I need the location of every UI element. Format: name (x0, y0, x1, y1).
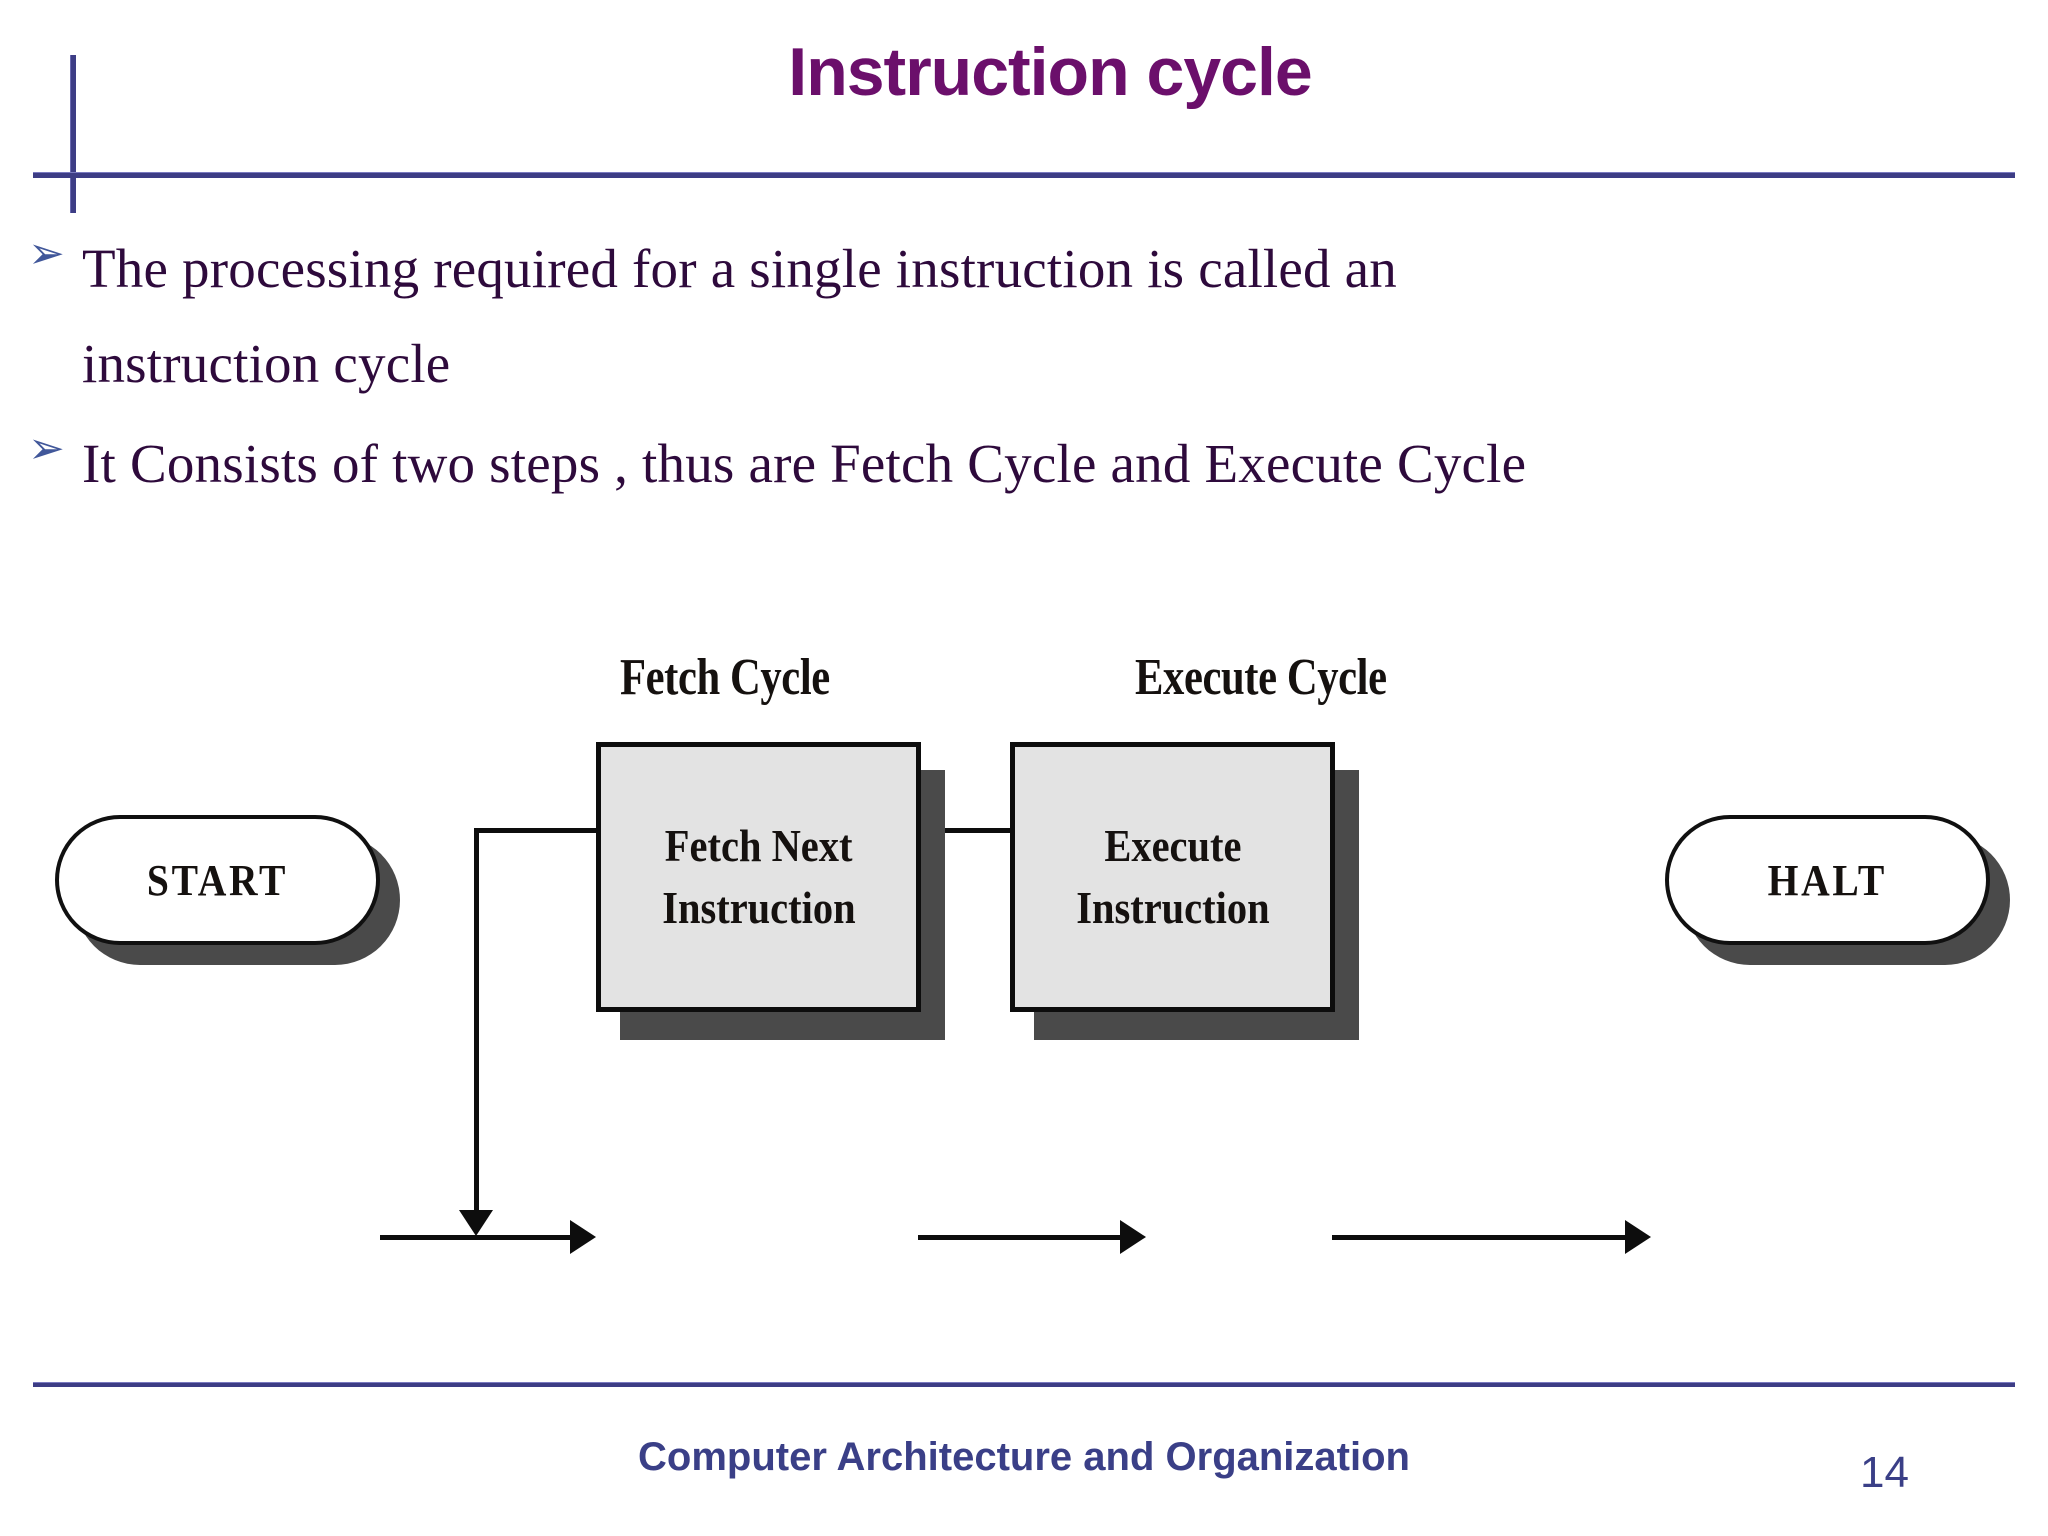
header-horizontal-rule (33, 172, 2015, 178)
arrow-bullet-icon: ➢ (28, 423, 65, 475)
instruction-cycle-flowchart: Fetch Cycle Execute Cycle START Fetch Ne… (0, 620, 2048, 1350)
halt-node-label: HALT (1767, 855, 1888, 905)
bullet-line: The processing required for a single ins… (82, 238, 1397, 299)
execute-node-label-line1: Execute (1103, 819, 1242, 871)
footer-course-title: Computer Architecture and Organization (638, 1435, 1410, 1479)
flow-node-execute-instruction: Execute Instruction (1010, 742, 1335, 1012)
bullet-text-block: It Consists of two steps , thus are Fetc… (82, 417, 2018, 512)
flow-node-fetch-next-instruction: Fetch Next Instruction (596, 742, 921, 1012)
list-item: ➢ The processing required for a single i… (28, 222, 2018, 411)
footer-horizontal-rule (33, 1382, 2015, 1387)
phase-label-execute-cycle: Execute Cycle (1135, 649, 1387, 706)
flow-node-halt: HALT (1665, 815, 1990, 945)
page-title: Instruction cycle (788, 34, 1312, 110)
page-number: 14 (1860, 1448, 1909, 1497)
bullet-line: It Consists of two steps , thus are Fetc… (82, 433, 1527, 495)
edge-execute-to-halt (1332, 1235, 1637, 1240)
flow-node-start: START (55, 815, 380, 945)
edge-fetch-to-execute (918, 1235, 1133, 1240)
header-vertical-accent-line (70, 55, 76, 213)
bullet-line: instruction cycle (82, 332, 451, 394)
arrow-bullet-icon: ➢ (28, 228, 65, 279)
edge-fetch-to-execute-arrowhead (1120, 1220, 1146, 1254)
fetch-node-label-line1: Fetch Next (664, 819, 853, 871)
fetch-node-label-line2: Instruction (661, 882, 856, 933)
execute-node-label-line2: Instruction (1075, 882, 1270, 933)
list-item: ➢ It Consists of two steps , thus are Fe… (28, 417, 2018, 512)
feedback-loop-descender-left (474, 828, 479, 1228)
edge-execute-to-halt-arrowhead (1625, 1220, 1651, 1254)
bullet-text-block: The processing required for a single ins… (82, 222, 2018, 411)
edge-start-to-fetch (380, 1235, 585, 1240)
bullet-list: ➢ The processing required for a single i… (28, 222, 2018, 518)
feedback-loop-arrowhead (459, 1210, 493, 1236)
start-node-label: START (146, 855, 289, 905)
phase-label-fetch-cycle: Fetch Cycle (620, 649, 830, 706)
edge-start-to-fetch-arrowhead (570, 1220, 596, 1254)
